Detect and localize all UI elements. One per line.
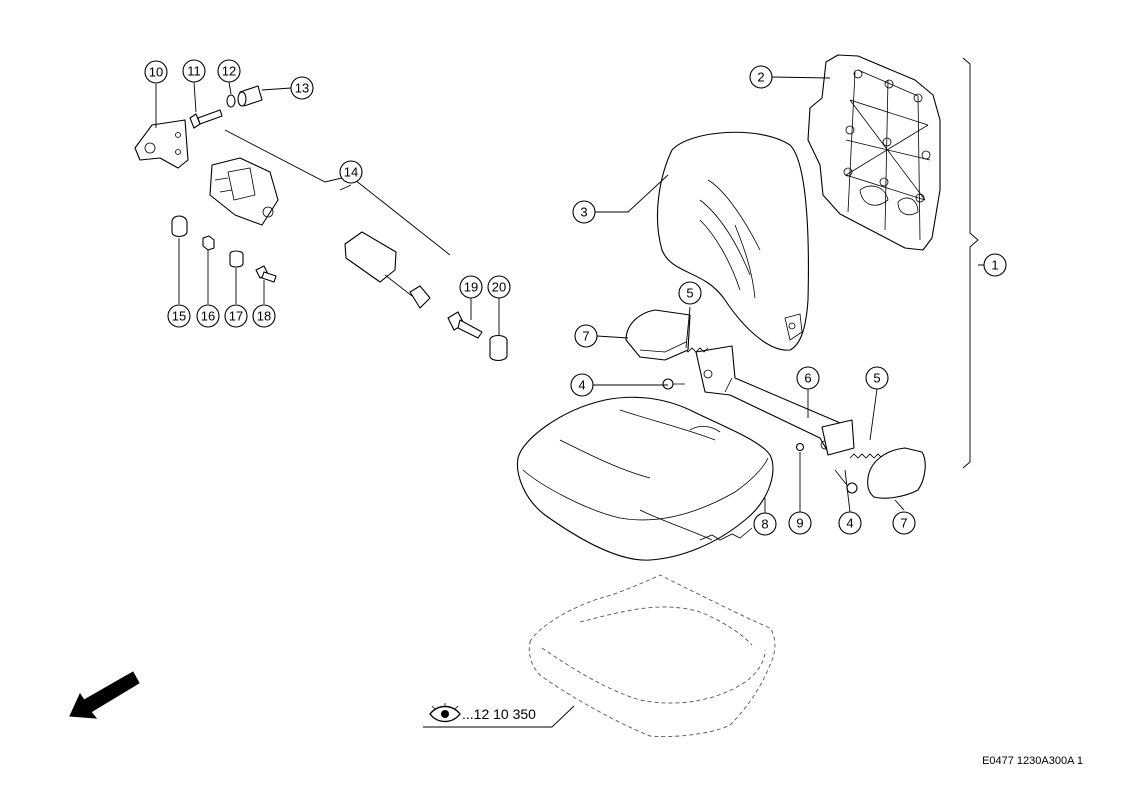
callout-7-right: 7 xyxy=(892,511,916,535)
callout-9: 9 xyxy=(788,511,812,535)
callout-18: 18 xyxy=(252,304,276,328)
callout-5-left: 5 xyxy=(678,281,702,305)
callout-12: 12 xyxy=(217,59,241,83)
svg-text:2: 2 xyxy=(757,70,764,85)
drawing-code: E0477 1230A300A 1 xyxy=(982,755,1083,767)
callout-8: 8 xyxy=(753,512,777,536)
svg-text:5: 5 xyxy=(873,371,880,386)
svg-text:10: 10 xyxy=(149,65,163,80)
svg-text:12: 12 xyxy=(222,64,236,79)
svg-text:17: 17 xyxy=(229,309,243,324)
belt-strap-line xyxy=(224,129,451,256)
svg-text:13: 13 xyxy=(295,81,309,96)
svg-text:4: 4 xyxy=(578,378,585,393)
reference-text: ...12 10 350 xyxy=(462,706,536,722)
callout-11: 11 xyxy=(182,59,206,83)
callout-1: 1 xyxy=(983,253,1007,277)
svg-text:1: 1 xyxy=(991,258,998,273)
callout-16: 16 xyxy=(196,304,220,328)
bolt-19 xyxy=(447,311,483,339)
callout-19: 19 xyxy=(459,275,483,299)
svg-text:15: 15 xyxy=(172,309,186,324)
slide-bracket xyxy=(695,345,855,456)
callout-4-right: 4 xyxy=(838,511,862,535)
belt-retractor xyxy=(209,157,279,226)
bushing-13 xyxy=(237,85,263,107)
callout-2: 2 xyxy=(749,65,773,89)
belt-buckle xyxy=(344,231,431,309)
callout-14: 14 xyxy=(339,160,363,184)
bolt-18 xyxy=(255,265,277,283)
reference-leader xyxy=(423,705,575,728)
assembly-bracket xyxy=(962,57,979,469)
spring-right xyxy=(849,453,883,459)
leader-lines xyxy=(155,76,1002,513)
svg-text:4: 4 xyxy=(846,516,853,531)
mounting-plate xyxy=(134,119,189,169)
backrest-shell xyxy=(807,54,941,251)
callout-4-left: 4 xyxy=(570,373,594,397)
eye-icon xyxy=(429,703,461,723)
svg-text:16: 16 xyxy=(201,309,215,324)
callout-13: 13 xyxy=(290,76,314,100)
callout-20: 20 xyxy=(487,275,511,299)
svg-text:19: 19 xyxy=(464,280,478,295)
bolt-11 xyxy=(189,109,223,129)
svg-text:7: 7 xyxy=(900,516,907,531)
svg-text:20: 20 xyxy=(492,280,506,295)
callout-3: 3 xyxy=(572,200,596,224)
side-cover-left xyxy=(625,309,691,361)
svg-text:5: 5 xyxy=(686,286,693,301)
nut-16 xyxy=(202,235,215,251)
bushing-15 xyxy=(171,215,188,238)
svg-text:11: 11 xyxy=(187,64,201,79)
svg-text:18: 18 xyxy=(257,309,271,324)
callout-5-right: 5 xyxy=(865,366,889,390)
spacer-17 xyxy=(229,250,244,268)
callout-15: 15 xyxy=(167,304,191,328)
svg-text:3: 3 xyxy=(580,205,587,220)
callout-10: 10 xyxy=(144,60,168,84)
svg-text:9: 9 xyxy=(796,516,803,531)
washer-12 xyxy=(226,94,236,108)
seat-pan-outline xyxy=(528,574,776,738)
callout-6: 6 xyxy=(796,366,820,390)
nut xyxy=(795,442,805,452)
svg-text:14: 14 xyxy=(344,165,358,180)
spacer-20 xyxy=(489,334,508,362)
svg-text:6: 6 xyxy=(804,371,811,386)
backrest-cushion xyxy=(657,131,809,351)
arrow-icon xyxy=(69,671,140,719)
callout-17: 17 xyxy=(224,304,248,328)
svg-text:8: 8 xyxy=(761,517,768,532)
seat-cushion xyxy=(516,396,774,561)
knob-left xyxy=(662,378,685,390)
side-cover-right xyxy=(867,447,926,499)
svg-text:7: 7 xyxy=(582,329,589,344)
callout-7-left: 7 xyxy=(574,324,598,348)
